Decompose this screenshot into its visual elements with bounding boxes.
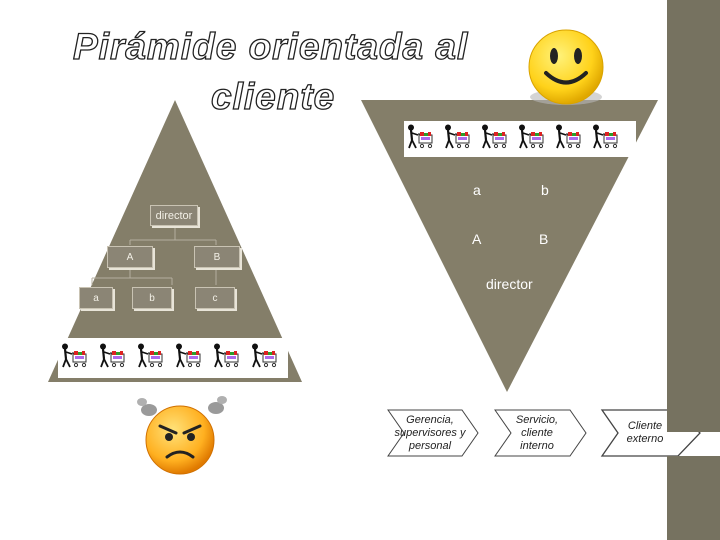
side-bar (667, 0, 720, 432)
right-label-b: b (541, 182, 549, 198)
title-line-1: Pirámide orientada al (73, 26, 468, 68)
right-label-director: director (486, 276, 533, 292)
left-box-director: director (150, 205, 198, 226)
chevron-3-label: Cliente externo (618, 420, 672, 446)
shoppers-row-left (58, 338, 288, 378)
left-box-A: A (107, 246, 153, 268)
left-box-b: b (132, 287, 172, 309)
happy-face-icon (529, 30, 603, 105)
right-label-a: a (473, 182, 481, 198)
side-bar-lower (667, 456, 720, 540)
right-label-A: A (472, 231, 481, 247)
left-box-a: a (79, 287, 113, 309)
left-box-c: c (195, 287, 235, 309)
right-label-B: B (539, 231, 548, 247)
title-line-2: cliente (211, 76, 335, 118)
left-box-B: B (194, 246, 240, 268)
chevron-2-label: Servicio, cliente interno (504, 414, 570, 453)
chevron-1-label: Gerencia, supervisores y personal (392, 414, 468, 453)
shoppers-row-right (404, 121, 636, 157)
angry-face-icon (137, 396, 227, 474)
